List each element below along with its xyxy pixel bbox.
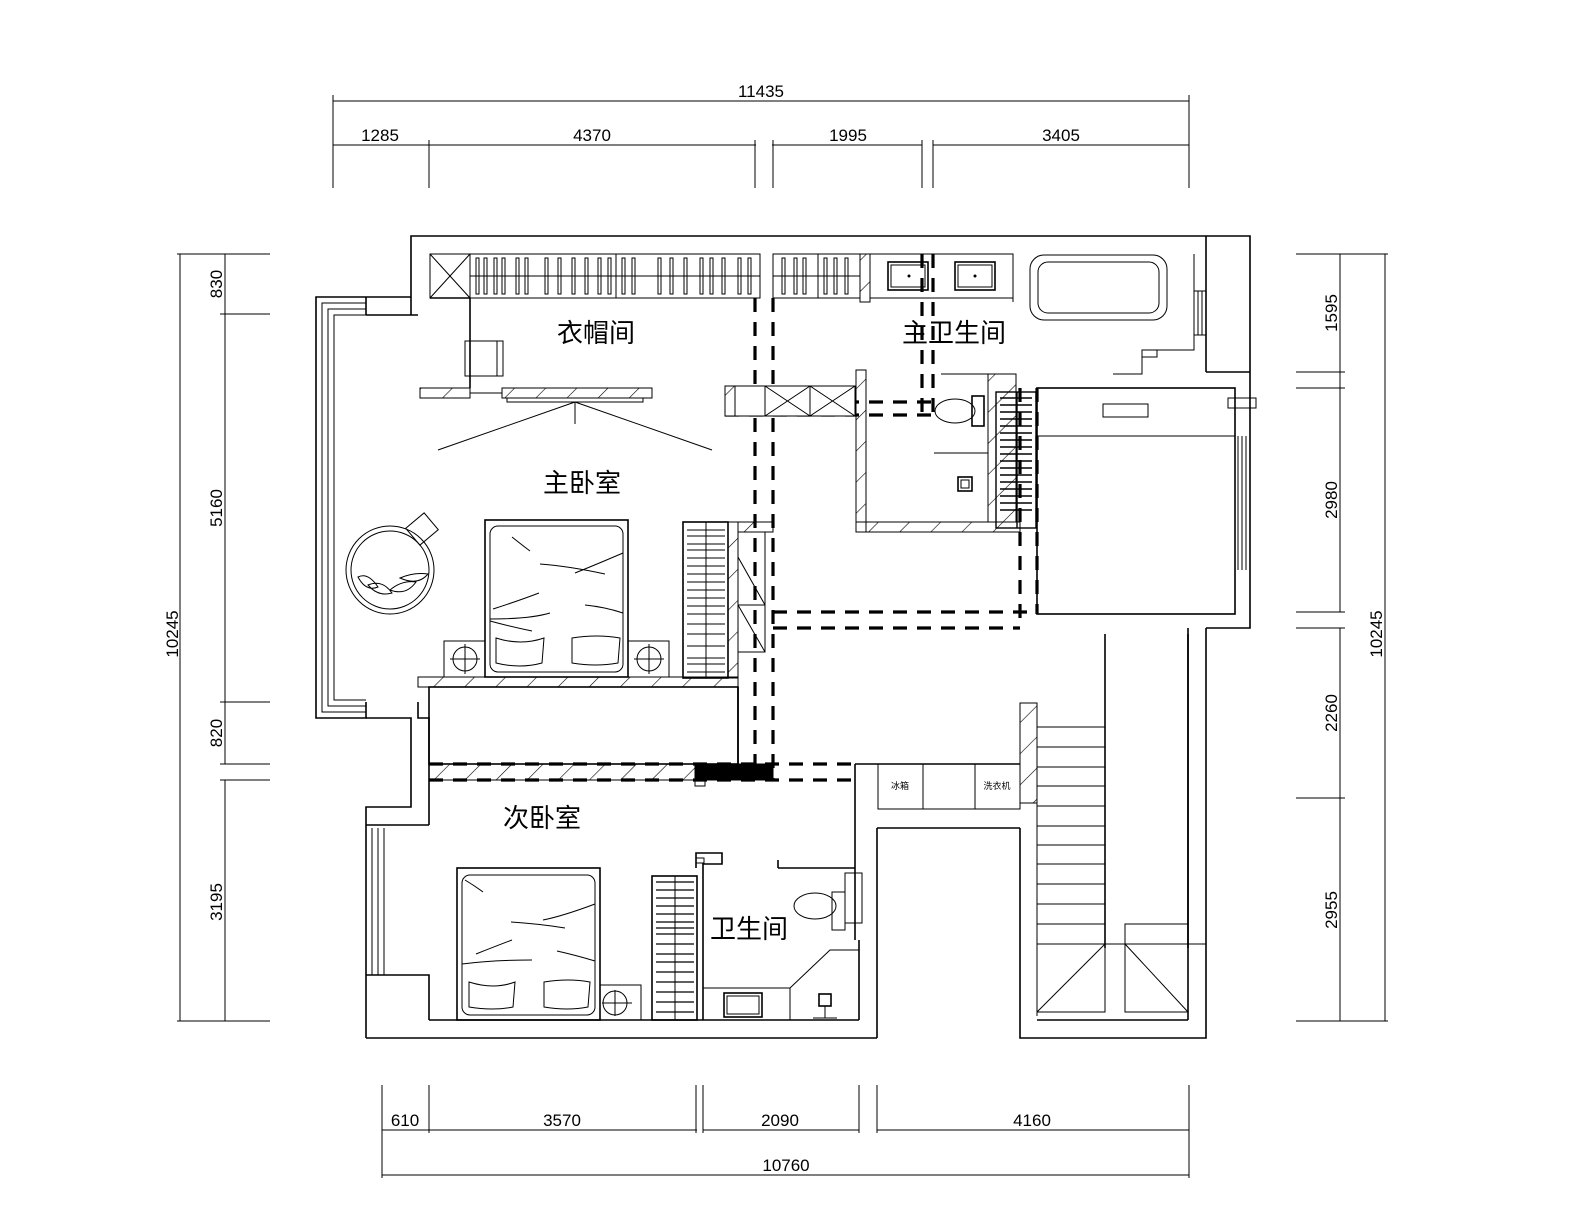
room-label-second-bedroom: 次卧室: [503, 804, 581, 834]
floor-drain-icon: [957, 476, 973, 492]
pillow-icon: [571, 635, 621, 666]
bathroom-fixtures: [695, 852, 863, 1020]
room-label-bathroom: 卫生间: [710, 915, 788, 945]
dim-right-3: 2260: [1322, 694, 1341, 732]
dim-bottom-2: 3570: [543, 1111, 581, 1130]
fridge-label: 冰箱: [891, 780, 909, 792]
dim-left-1: 830: [207, 270, 226, 298]
toilet-icon: [934, 398, 976, 424]
room-label-master-bathroom: 主卫生间: [902, 319, 1006, 349]
dim-top-3: 1995: [829, 126, 867, 145]
dim-right-4: 2955: [1322, 891, 1341, 929]
dim-bottom-4: 4160: [1013, 1111, 1051, 1130]
right-dimension-lines: [1296, 253, 1388, 1022]
dim-left-total: 10245: [163, 610, 182, 657]
double-bed-icon: [456, 867, 601, 1021]
dim-top-2: 4370: [573, 126, 611, 145]
second-bedroom-fixtures: [456, 867, 698, 1021]
double-bed-icon: [484, 519, 629, 678]
wardrobe-top: [429, 253, 861, 299]
dim-right-total: 10245: [1367, 610, 1386, 657]
dim-bottom-total: 10760: [762, 1156, 809, 1175]
dim-left-4: 3195: [207, 883, 226, 921]
utility-area: [854, 702, 1038, 940]
sink-icon: [954, 261, 996, 291]
lounge-chair-icon: [345, 525, 435, 615]
dim-bottom-1: 610: [391, 1111, 419, 1130]
dim-top-4: 3405: [1042, 126, 1080, 145]
room-label-master-bedroom: 主卧室: [543, 469, 621, 499]
left-dimension-lines: [177, 253, 270, 1022]
washer-label: 洗衣机: [983, 780, 1010, 792]
master-bathroom-fixtures: [855, 253, 1207, 533]
dim-right-1: 1595: [1322, 294, 1341, 332]
dim-bottom-3: 2090: [761, 1111, 799, 1130]
bottom-dimension-lines: [381, 1085, 1190, 1178]
dim-top-1: 1285: [361, 126, 399, 145]
staircase: [1036, 634, 1206, 1016]
pillow-icon: [495, 637, 545, 667]
floor-drain-icon: [818, 993, 832, 1007]
bathtub-icon: [1029, 254, 1168, 321]
dim-right-2: 2980: [1322, 481, 1341, 519]
master-bedroom-fixtures: [345, 512, 774, 765]
top-dimension-lines: [332, 95, 1190, 188]
nightstand-icon: [599, 984, 642, 1021]
room-label-cloakroom: 衣帽间: [557, 319, 635, 349]
partition-wall: [428, 763, 774, 787]
dim-left-3: 820: [207, 719, 226, 747]
beam-segment: [724, 385, 856, 417]
dim-left-2: 5160: [207, 489, 226, 527]
dashed-beam-lines: [429, 254, 1039, 782]
sink-icon: [723, 992, 763, 1018]
sink-icon: [887, 261, 929, 291]
right-room: [1036, 387, 1257, 615]
pillow-icon: [468, 981, 516, 1010]
dim-top-total: 11435: [738, 82, 784, 101]
pillow-icon: [543, 979, 591, 1010]
cloakroom-fixtures: [419, 297, 713, 451]
toilet-icon: [793, 892, 837, 920]
chair-icon: [464, 340, 504, 377]
